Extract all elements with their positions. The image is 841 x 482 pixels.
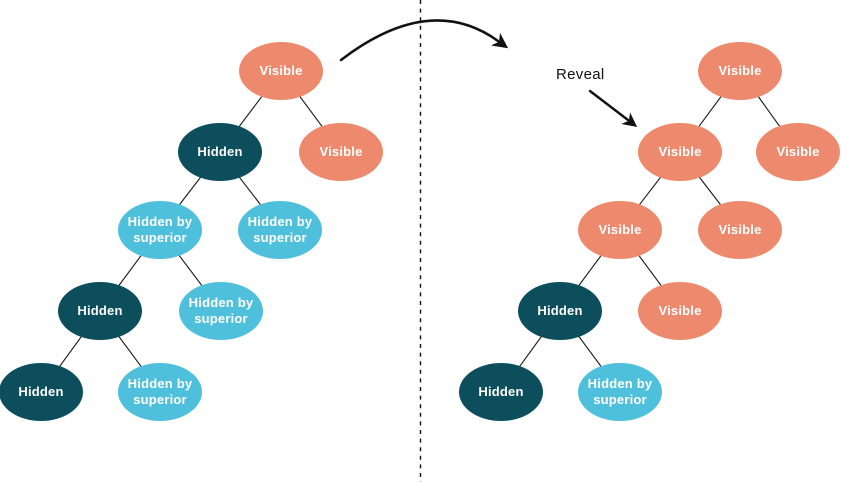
tree-node-left-2-visible: Visible (299, 123, 383, 181)
tree-node-right-4-visible: Visible (698, 201, 782, 259)
tree-node-left-1-hidden: Hidden (178, 123, 262, 181)
transition-curved-arrow (339, 19, 509, 62)
tree-node-left-4-hidden_by_superior: Hidden by superior (238, 201, 322, 259)
tree-node-left-5-hidden: Hidden (58, 282, 142, 340)
tree-node-right-1-visible: Visible (638, 123, 722, 181)
tree-node-left-3-hidden_by_superior: Hidden by superior (118, 201, 202, 259)
reveal-arrow (588, 89, 638, 127)
tree-node-right-2-visible: Visible (756, 123, 840, 181)
tree-node-right-0-visible: Visible (698, 42, 782, 100)
tree-node-left-8-hidden_by_superior: Hidden by superior (118, 363, 202, 421)
tree-node-right-8-hidden_by_superior: Hidden by superior (578, 363, 662, 421)
tree-node-right-5-hidden: Hidden (518, 282, 602, 340)
tree-node-right-6-visible: Visible (638, 282, 722, 340)
reveal-label: Reveal (556, 66, 605, 83)
tree-node-left-6-hidden_by_superior: Hidden by superior (179, 282, 263, 340)
tree-node-right-7-hidden: Hidden (459, 363, 543, 421)
tree-node-right-3-visible: Visible (578, 201, 662, 259)
tree-node-left-0-visible: Visible (239, 42, 323, 100)
tree-node-left-7-hidden: Hidden (0, 363, 83, 421)
